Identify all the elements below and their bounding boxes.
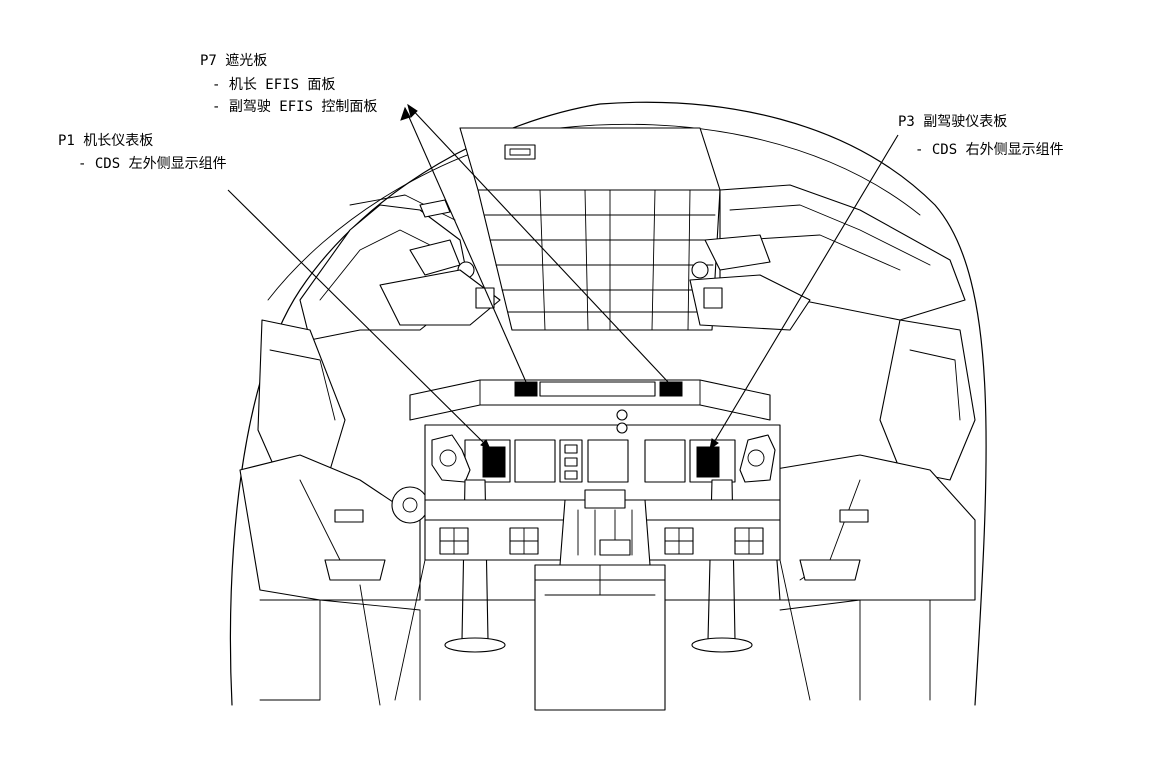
center-pedestal <box>534 564 666 711</box>
label-p7-item-captain-efis: - 机长 EFIS 面板 <box>212 77 336 93</box>
label-p3-title: P3 副驾驶仪表板 <box>898 114 1008 130</box>
right-yoke <box>739 434 776 483</box>
label-p3-item-cds-right: - CDS 右外侧显示组件 <box>915 142 1064 158</box>
leader-p3-cds-right <box>709 134 899 451</box>
leader-p7-fo-efis <box>407 103 669 383</box>
label-p7-item-fo-efis: - 副驾驶 EFIS 控制面板 <box>212 99 378 115</box>
overhead-light <box>504 144 536 160</box>
leader-p1-cds-left <box>227 189 491 450</box>
left-yoke <box>431 434 471 483</box>
label-p1-item-cds-left: - CDS 左外侧显示组件 <box>78 156 227 172</box>
cds-left-outboard-du <box>482 446 506 478</box>
fo-efis-panel <box>659 381 683 397</box>
left-visor <box>379 269 501 326</box>
canopy-arch <box>229 101 987 706</box>
cds-right-outboard-du <box>696 446 720 478</box>
captain-efis-panel <box>514 381 538 397</box>
left-tiller <box>391 486 429 524</box>
leader-p7-captain-efis <box>400 106 527 383</box>
right-side-pillar <box>879 319 976 481</box>
label-p7-title: P7 遮光板 <box>200 53 268 69</box>
label-p1-title: P1 机长仪表板 <box>58 133 154 149</box>
